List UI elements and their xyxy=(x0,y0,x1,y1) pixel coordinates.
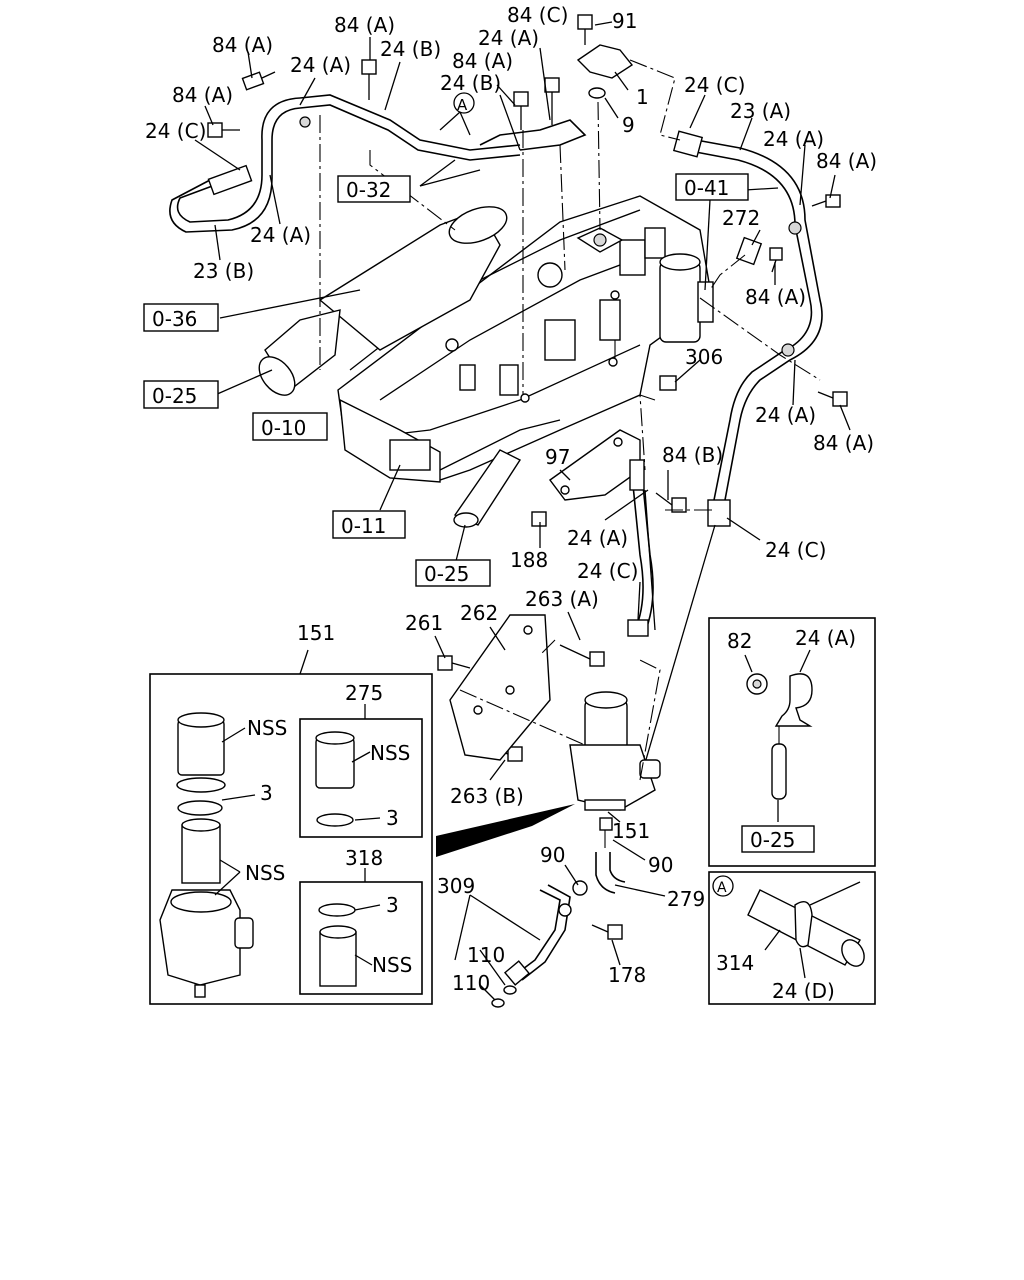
callout-24c: 24 (C) xyxy=(684,73,745,97)
inset-labels: 82 24 (A) 0-25 A 314 24 (D) xyxy=(716,626,856,1003)
callout-263b: 263 (B) xyxy=(450,784,524,808)
ref-0-36: 0-36 xyxy=(152,307,197,331)
callout-24a: 24 (A) xyxy=(763,127,824,151)
callout-263a: 263 (A) xyxy=(525,587,599,611)
callout-91: 91 xyxy=(612,9,637,33)
callout-24b: 24 (B) xyxy=(380,37,441,61)
callout-82: 82 xyxy=(727,629,752,653)
callout-1: 1 xyxy=(636,85,649,109)
callout-314: 314 xyxy=(716,951,754,975)
callout-nss: NSS xyxy=(247,716,287,740)
callout-24a: 24 (A) xyxy=(478,26,539,50)
reference-boxes: 0-32 0-41 0-36 0-25 0-10 0-11 0-25 xyxy=(143,173,749,587)
callout-nss: NSS xyxy=(372,953,412,977)
callout-84a: 84 (A) xyxy=(172,83,233,107)
callout-3: 3 xyxy=(260,781,273,805)
leader-lines xyxy=(194,21,851,1001)
callout-24a: 24 (A) xyxy=(250,223,311,247)
callout-90: 90 xyxy=(648,853,673,877)
callout-97: 97 xyxy=(545,445,570,469)
callout-84a: 84 (A) xyxy=(745,285,806,309)
callout-23b: 23 (B) xyxy=(193,259,254,283)
callout-84c: 84 (C) xyxy=(507,3,568,27)
ref-0-41: 0-41 xyxy=(684,176,729,200)
callout-84a: 84 (A) xyxy=(212,33,273,57)
ref-0-25: 0-25 xyxy=(152,384,197,408)
detail-inset-82 xyxy=(708,617,876,867)
callout-24c: 24 (C) xyxy=(765,538,826,562)
detail-inset-a xyxy=(708,871,876,1005)
callout-labels: 84 (A) 84 (A) 84 (A) 84 (A) 84 (A) 84 (A… xyxy=(145,3,877,995)
ref-0-25: 0-25 xyxy=(750,828,795,852)
callout-24a: 24 (A) xyxy=(567,526,628,550)
marker-a-top: A xyxy=(457,96,468,114)
fuel-hoses xyxy=(169,94,823,781)
callout-84b: 84 (B) xyxy=(662,443,723,467)
pump-exploded-view xyxy=(149,673,433,1005)
callout-275: 275 xyxy=(345,681,383,705)
callout-84a: 84 (A) xyxy=(816,149,877,173)
callout-nss: NSS xyxy=(245,861,285,885)
callout-84a: 84 (A) xyxy=(813,431,874,455)
callout-23a: 23 (A) xyxy=(730,99,791,123)
ref-0-10: 0-10 xyxy=(261,416,306,440)
ref-0-32: 0-32 xyxy=(346,178,391,202)
callout-188: 188 xyxy=(510,548,548,572)
callout-261: 261 xyxy=(405,611,443,635)
callout-3: 3 xyxy=(386,893,399,917)
callout-309: 309 xyxy=(437,874,475,898)
callout-24a: 24 (A) xyxy=(795,626,856,650)
callout-24a: 24 (A) xyxy=(755,403,816,427)
callout-318: 318 xyxy=(345,846,383,870)
callout-262: 262 xyxy=(460,601,498,625)
callout-24d: 24 (D) xyxy=(772,979,835,1003)
callout-306: 306 xyxy=(685,345,723,369)
bolts xyxy=(207,14,848,940)
callout-3: 3 xyxy=(386,806,399,830)
callout-84a: 84 (A) xyxy=(334,13,395,37)
ref-0-25: 0-25 xyxy=(424,562,469,586)
callout-84a: 84 (A) xyxy=(452,49,513,73)
ref-0-11: 0-11 xyxy=(341,514,386,538)
callout-9: 9 xyxy=(622,113,635,137)
fuel-pump-assembly xyxy=(436,614,661,1008)
callout-151: 151 xyxy=(612,819,650,843)
callout-24c: 24 (C) xyxy=(577,559,638,583)
callout-110: 110 xyxy=(467,943,505,967)
marker-a-circle xyxy=(453,92,475,114)
callout-24a: 24 (A) xyxy=(290,53,351,77)
engine-assembly xyxy=(258,195,714,528)
callout-24b: 24 (B) xyxy=(440,71,501,95)
callout-279: 279 xyxy=(667,887,705,911)
marker-a: A xyxy=(717,880,727,896)
callout-151: 151 xyxy=(297,621,335,645)
callout-272: 272 xyxy=(722,206,760,230)
callout-90: 90 xyxy=(540,843,565,867)
callout-24c: 24 (C) xyxy=(145,119,206,143)
callout-nss: NSS xyxy=(370,741,410,765)
callout-110: 110 xyxy=(452,971,490,995)
callout-178: 178 xyxy=(608,963,646,987)
alignment-lines xyxy=(319,59,821,848)
